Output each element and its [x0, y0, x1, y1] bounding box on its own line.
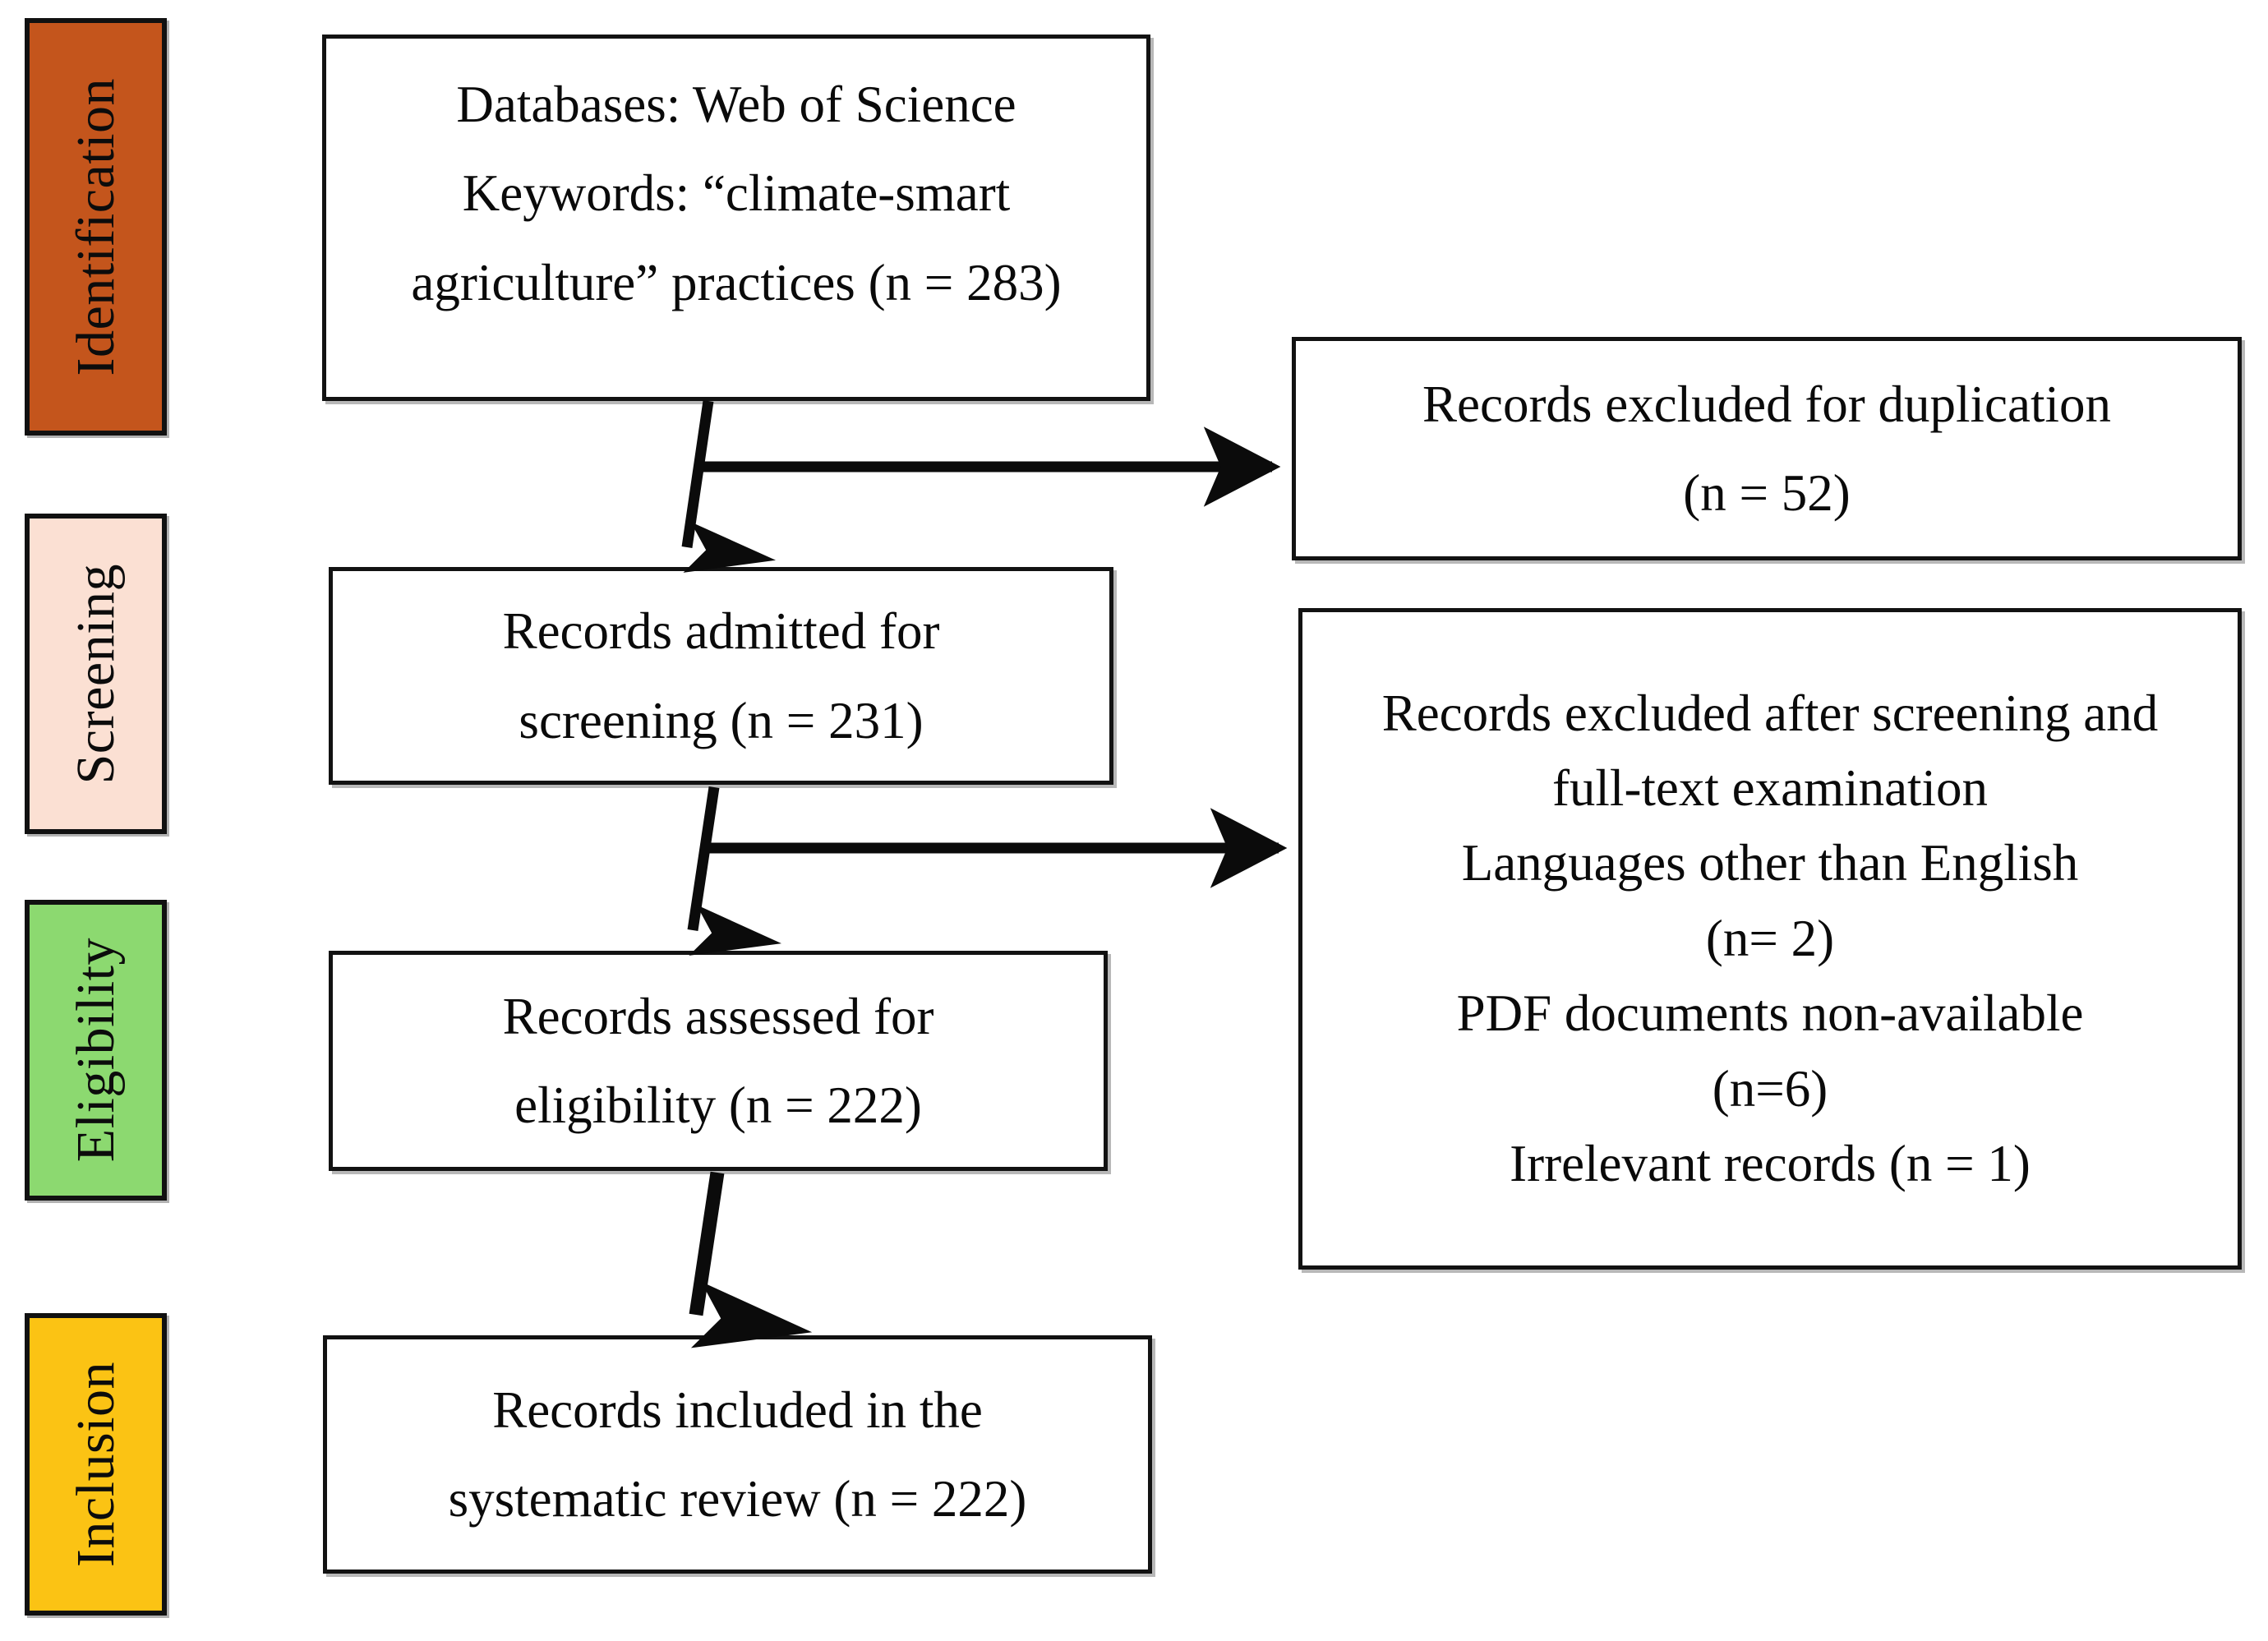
stage-label-screening-text: Screening	[65, 563, 126, 785]
box-excluded-screening-line-2: full-text examination	[1551, 759, 1989, 818]
box-identification-line-3: agriculture” practices (n = 283)	[411, 253, 1062, 311]
box-identification: Databases: Web of Science Keywords: “cli…	[322, 35, 1150, 401]
box-excluded-screening-line-4: (n= 2)	[1705, 909, 1835, 967]
arrow-identification-to-screening	[681, 400, 777, 573]
box-excluded-screening-line-7: Irrelevant records (n = 1)	[1510, 1134, 2031, 1192]
box-excluded-screening-line-1: Records excluded after screening and	[1381, 684, 2159, 742]
box-excluded-screening-line-6: (n=6)	[1712, 1059, 1828, 1118]
box-eligibility-line-1: Records assessed for	[502, 987, 934, 1045]
box-identification-line-1: Databases: Web of Science	[456, 76, 1016, 133]
box-excluded-duplication: Records excluded for duplication (n = 52…	[1292, 337, 2242, 560]
stage-label-identification: Identification	[25, 18, 167, 436]
box-excluded-duplication-line-2: (n = 52)	[1683, 464, 1851, 522]
box-excluded-screening-line-5: PDF documents non-available	[1456, 984, 2084, 1043]
box-identification-line-2: Keywords: “climate-smart	[462, 164, 1011, 223]
box-inclusion-line-2: systematic review (n = 222)	[448, 1470, 1027, 1528]
box-screening-line-2: screening (n = 231)	[519, 691, 924, 749]
stage-label-eligibility: Eligibility	[25, 900, 167, 1201]
box-excluded-duplication-line-1: Records excluded for duplication	[1422, 375, 2111, 433]
box-eligibility: Records assessed for eligibility (n = 22…	[329, 951, 1108, 1171]
box-eligibility-line-2: eligibility (n = 222)	[514, 1076, 922, 1134]
box-excluded-screening: Records excluded after screening and ful…	[1298, 608, 2242, 1270]
box-excluded-screening-line-3: Languages other than English	[1461, 834, 2079, 892]
stage-label-screening: Screening	[25, 514, 167, 834]
stage-label-eligibility-text: Eligibility	[65, 938, 126, 1163]
stage-label-inclusion: Inclusion	[25, 1313, 167, 1616]
stage-label-inclusion-text: Inclusion	[65, 1361, 126, 1568]
arrow-eligibility-to-inclusion	[689, 1171, 813, 1348]
stage-label-identification-text: Identification	[65, 77, 126, 376]
box-screening: Records admitted for screening (n = 231)	[329, 567, 1113, 785]
arrow-screening-to-eligibility	[687, 786, 782, 956]
box-screening-line-1: Records admitted for	[502, 602, 940, 661]
box-inclusion-line-1: Records included in the	[492, 1381, 983, 1439]
box-inclusion: Records included in the systematic revie…	[323, 1335, 1152, 1574]
